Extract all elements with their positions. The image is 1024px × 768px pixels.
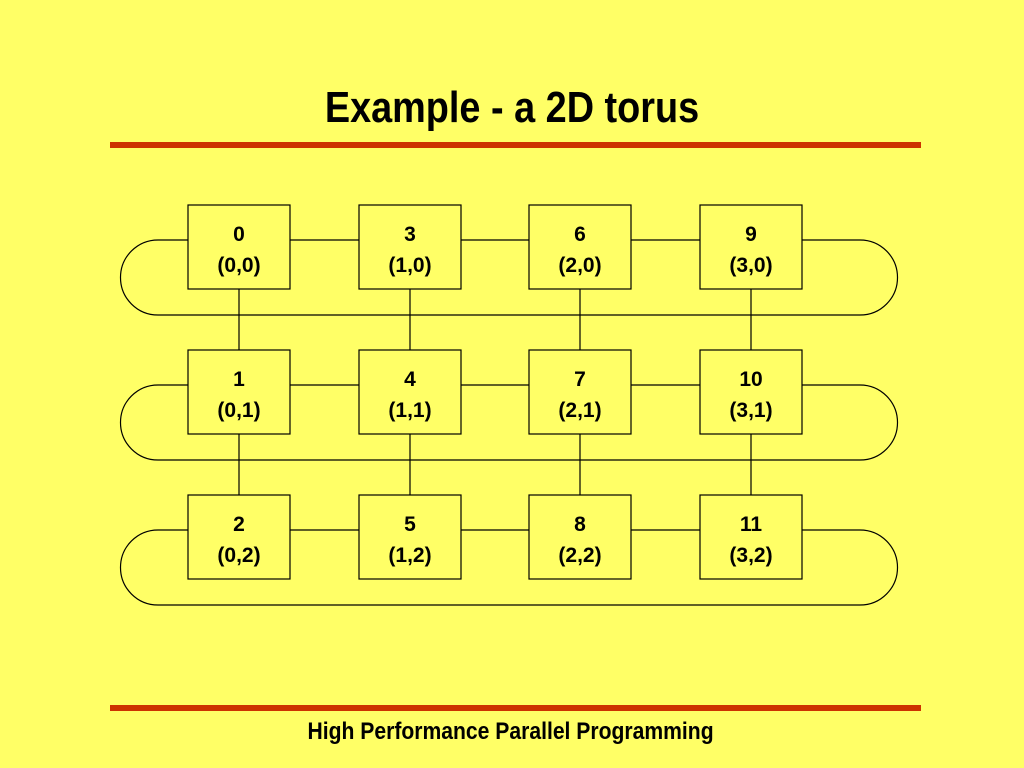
node-id-label-4: 4 <box>404 368 416 391</box>
node-id-label-1: 1 <box>233 368 245 391</box>
node-box-10 <box>699 349 803 435</box>
node-coord-label-8: (2,2) <box>558 544 601 567</box>
node-coord-label-11: (3,2) <box>729 544 772 567</box>
footer-rule <box>110 705 921 711</box>
node-coord-label-1: (0,1) <box>217 399 260 422</box>
row-2-wraparound-link <box>119 529 899 606</box>
slide-footer: High Performance Parallel Programming <box>307 718 714 745</box>
node-box-4 <box>358 349 462 435</box>
node-id-label-10: 10 <box>739 368 762 391</box>
row-0-wraparound-link <box>119 239 899 316</box>
node-coord-label-6: (2,0) <box>558 254 601 277</box>
node-box-5 <box>358 494 462 580</box>
node-id-label-9: 9 <box>745 223 757 246</box>
node-box-7 <box>528 349 632 435</box>
node-box-9 <box>699 204 803 290</box>
title-underline-rule <box>110 142 921 148</box>
node-box-1 <box>187 349 291 435</box>
node-coord-label-4: (1,1) <box>388 399 431 422</box>
node-box-8 <box>528 494 632 580</box>
node-box-6 <box>528 204 632 290</box>
node-box-3 <box>358 204 462 290</box>
node-box-0 <box>187 204 291 290</box>
node-coord-label-0: (0,0) <box>217 254 260 277</box>
node-coord-label-3: (1,0) <box>388 254 431 277</box>
node-id-label-6: 6 <box>574 223 586 246</box>
node-id-label-7: 7 <box>574 368 586 391</box>
node-coord-label-9: (3,0) <box>729 254 772 277</box>
node-id-label-8: 8 <box>574 513 586 536</box>
node-id-label-3: 3 <box>404 223 416 246</box>
node-id-label-11: 11 <box>740 513 763 536</box>
node-coord-label-2: (0,2) <box>217 544 260 567</box>
node-id-label-0: 0 <box>233 223 245 246</box>
node-coord-label-7: (2,1) <box>558 399 601 422</box>
node-id-label-5: 5 <box>404 513 416 536</box>
node-box-11 <box>699 494 803 580</box>
row-1-wraparound-link <box>119 384 899 461</box>
slide-title: Example - a 2D torus <box>324 83 700 132</box>
node-coord-label-5: (1,2) <box>388 544 431 567</box>
node-box-2 <box>187 494 291 580</box>
node-coord-label-10: (3,1) <box>729 399 772 422</box>
node-id-label-2: 2 <box>233 513 245 536</box>
